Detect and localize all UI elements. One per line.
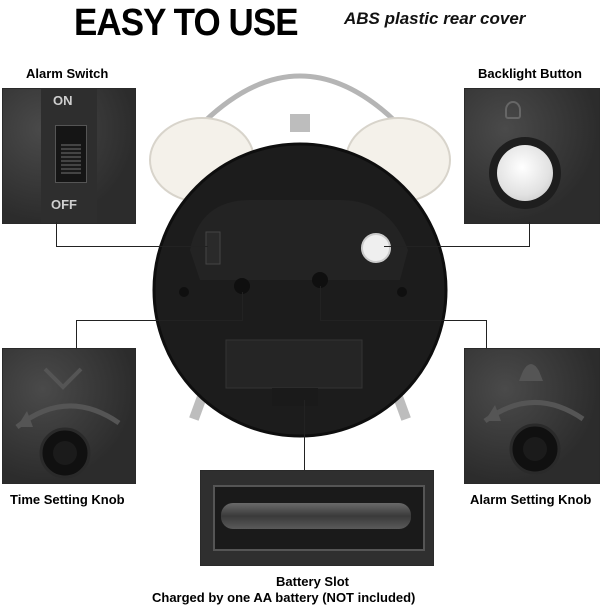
- backlight-panel: [464, 88, 600, 224]
- label-alarm-knob: Alarm Setting Knob: [470, 492, 592, 507]
- connector-backlight-v: [529, 222, 530, 247]
- connector-battery: [304, 400, 305, 470]
- alarm-switch-panel: ON OFF: [2, 88, 136, 224]
- label-battery-note: Charged by one AA battery (NOT included): [152, 590, 416, 605]
- alarm-knob-graphic: [483, 364, 585, 475]
- connector-alarm-v1: [320, 286, 321, 320]
- connector-backlight-h: [384, 246, 530, 247]
- back-plate: [190, 200, 408, 280]
- switch-slider: [61, 144, 81, 174]
- label-backlight-button: Backlight Button: [478, 66, 582, 81]
- label-time-knob: Time Setting Knob: [10, 492, 125, 507]
- connector-switch-v: [56, 222, 57, 247]
- switch-slot: [55, 125, 87, 183]
- switch-off-text: OFF: [51, 197, 77, 212]
- battery-cover: [225, 339, 363, 389]
- backlight-ring: [489, 137, 561, 209]
- connector-time-v2: [76, 320, 77, 348]
- connector-time-v1: [242, 292, 243, 320]
- alarm-knob-on-case: [312, 272, 328, 288]
- headline: EASY TO USE: [74, 2, 299, 44]
- hammer: [290, 114, 310, 132]
- backlight-button-cap: [497, 145, 553, 201]
- connector-switch-h: [56, 246, 208, 247]
- battery-tab: [272, 388, 318, 406]
- switch-on-case: [205, 231, 221, 265]
- time-knob-graphic: [15, 367, 121, 479]
- label-alarm-switch: Alarm Switch: [26, 66, 109, 81]
- time-knob-panel: [2, 348, 136, 484]
- connector-alarm-h: [320, 320, 486, 321]
- label-battery-slot: Battery Slot: [276, 574, 349, 589]
- connector-time-h: [76, 320, 243, 321]
- connector-alarm-v2: [486, 320, 487, 348]
- battery-panel: [200, 470, 434, 566]
- clock-handle: [202, 73, 398, 124]
- screw-right: [397, 287, 407, 297]
- switch-on-text: ON: [53, 93, 73, 108]
- backlight-button-on-case: [361, 233, 391, 263]
- battery-compartment: [213, 485, 425, 551]
- alarm-knob-panel: [464, 348, 600, 484]
- time-knob-on-case: [234, 278, 250, 294]
- battery-cylinder: [221, 503, 411, 529]
- subheadline: ABS plastic rear cover: [344, 9, 526, 28]
- bulb-icon: [505, 101, 521, 119]
- clock-illustration: [149, 73, 451, 438]
- screw-left: [179, 287, 189, 297]
